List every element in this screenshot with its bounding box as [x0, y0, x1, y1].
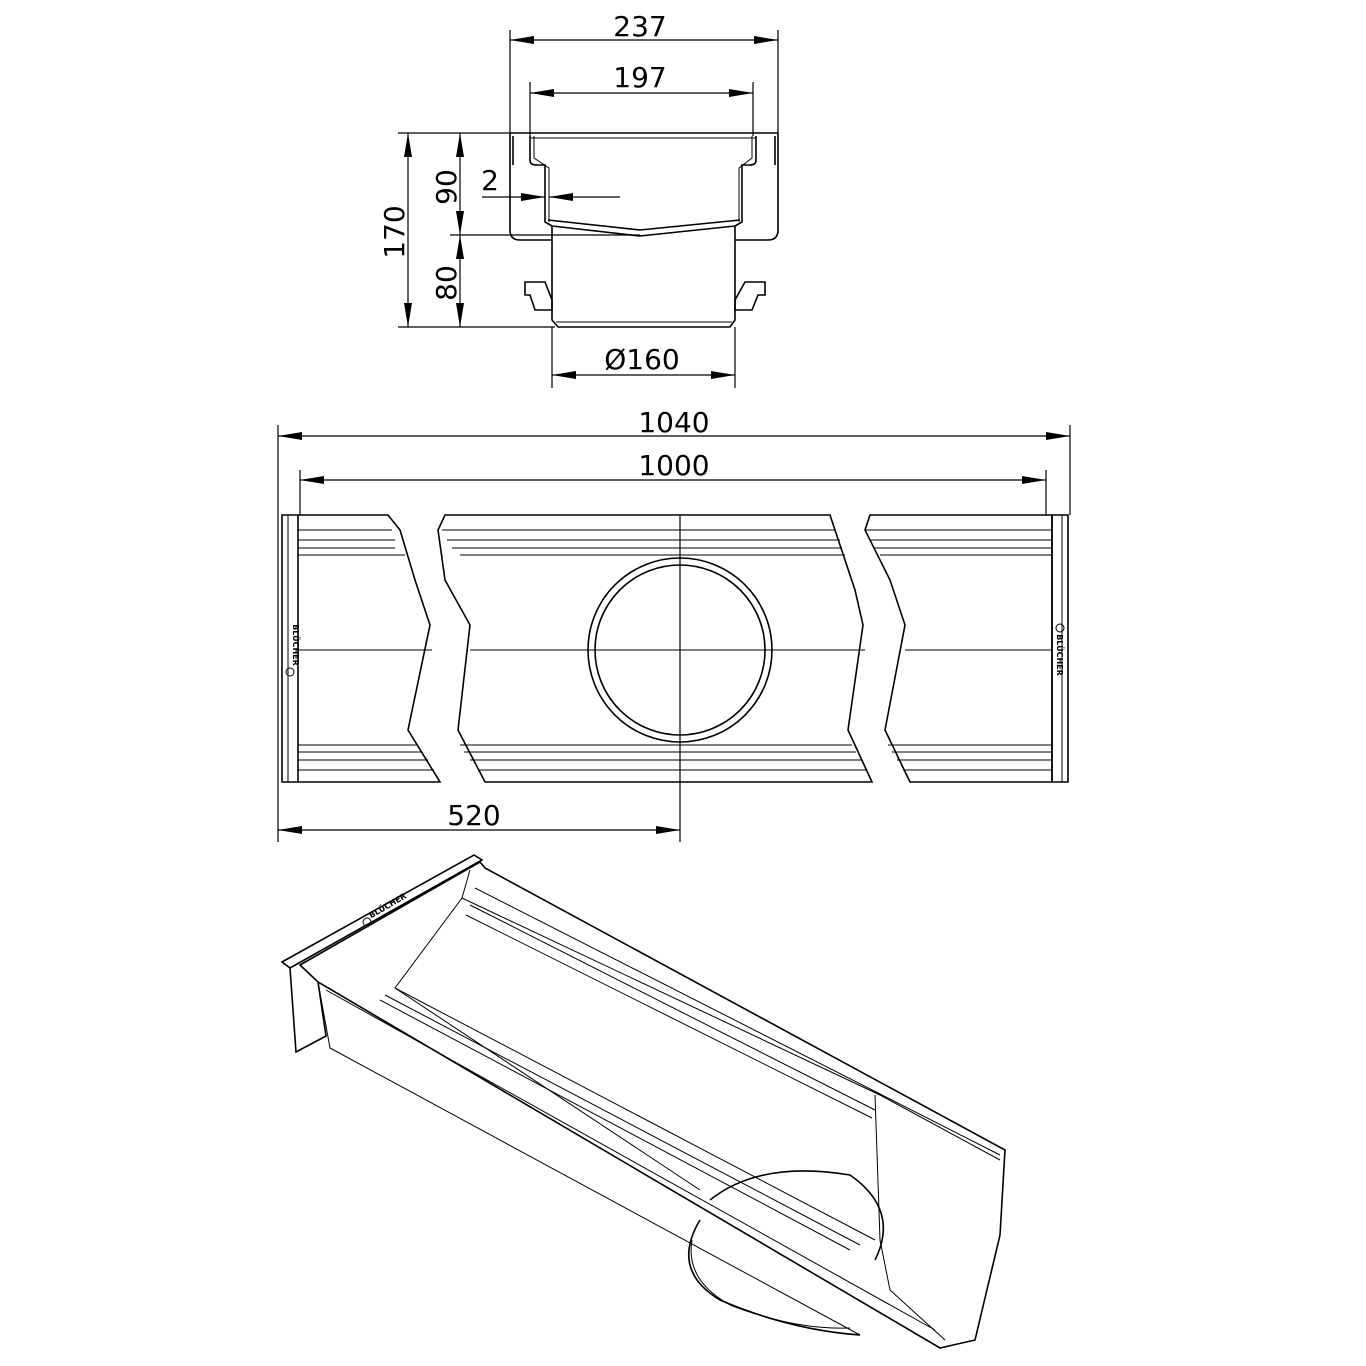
brand-logo-left: BLÜCHER [285, 624, 301, 677]
dimension-237: 237 [509, 10, 779, 133]
dimension-label: 90 [430, 169, 463, 205]
plan-view: 1040 1000 BLÜCHER BLÜCHER 520 [277, 406, 1071, 842]
channel-section-outline [509, 132, 779, 328]
dimension-197: 197 [529, 61, 754, 136]
dimension-label: 80 [430, 265, 463, 301]
dimension-label: 1040 [638, 406, 709, 439]
dimension-label: 170 [378, 205, 411, 258]
dimension-label: Ø160 [604, 343, 679, 376]
dimension-90: 90 [430, 133, 464, 235]
dimension-label: 520 [447, 799, 500, 832]
dimension-label: 197 [613, 61, 666, 94]
section-view: 237 197 170 90 80 2 Ø160 [378, 10, 779, 388]
dimension-label: 1000 [638, 449, 709, 482]
brand-logo-iso: BLÜCHER [362, 891, 408, 927]
dimension-80: 80 [430, 235, 464, 327]
isometric-view: BLÜCHER [280, 854, 1006, 1349]
dimension-label: 237 [613, 10, 666, 43]
svg-text:BLÜCHER: BLÜCHER [1055, 634, 1065, 676]
channel-plan-outline [281, 514, 1069, 842]
dimension-diameter-160: Ø160 [551, 327, 736, 388]
dimension-1040: 1040 [277, 406, 1071, 842]
dimension-label: 2 [481, 164, 499, 197]
dimension-1000: 1000 [299, 449, 1047, 515]
svg-text:BLÜCHER: BLÜCHER [291, 624, 301, 666]
brand-logo-right: BLÜCHER [1055, 623, 1065, 676]
dimension-170: 170 [378, 132, 640, 328]
dimension-2: 2 [481, 164, 620, 201]
dimension-520: 520 [278, 799, 680, 834]
